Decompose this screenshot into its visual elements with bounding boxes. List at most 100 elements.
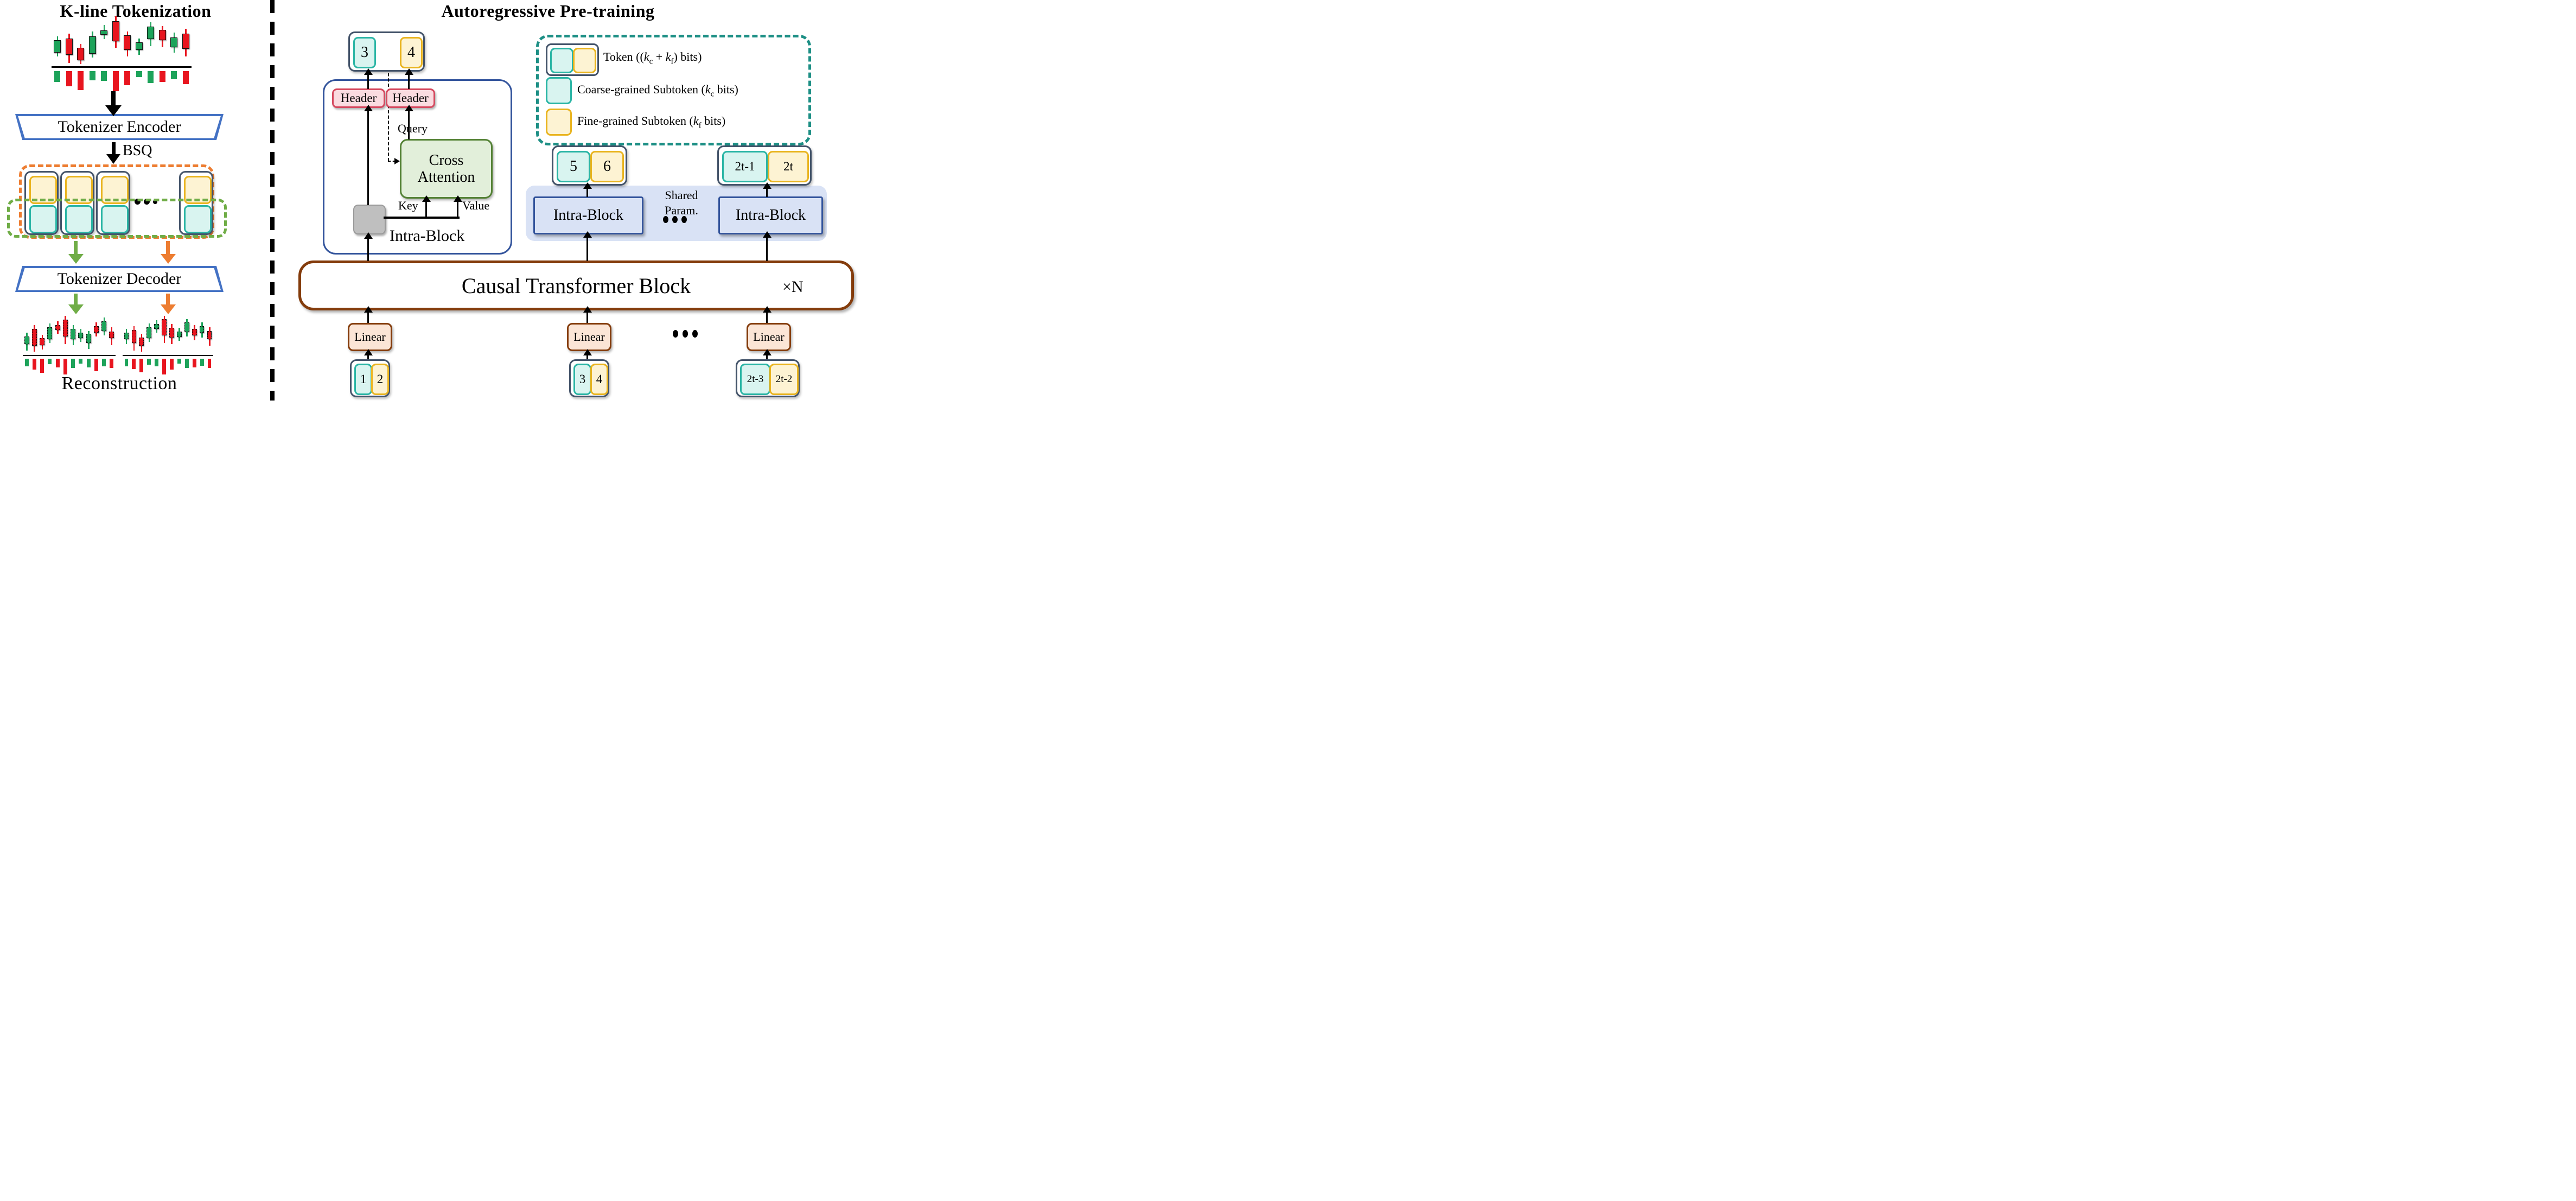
volume-bar bbox=[207, 358, 212, 368]
volume-bar bbox=[192, 358, 196, 367]
volume-bar bbox=[177, 358, 181, 364]
candle-body bbox=[131, 330, 137, 343]
input-token-pair-3-4: 3 4 bbox=[569, 359, 609, 397]
token-pair-2t1-2t: 2t-1 2t bbox=[717, 145, 812, 186]
legend-fine-icon bbox=[546, 109, 572, 136]
volume-bar bbox=[159, 71, 165, 82]
kline-recon-right-chart bbox=[123, 316, 213, 374]
ellipsis-icon bbox=[672, 216, 678, 223]
linear-right: Linear bbox=[747, 323, 791, 351]
volume-bar bbox=[78, 71, 84, 91]
cross-attention-line2: Attention bbox=[417, 169, 475, 186]
volume-bar bbox=[79, 358, 83, 364]
coarse-subtoken-3: 3 bbox=[353, 37, 376, 68]
candle-body bbox=[124, 333, 129, 339]
fine-subtoken-2t: 2t bbox=[768, 151, 809, 182]
tokenizer-encoder: Tokenizer Encoder bbox=[15, 114, 224, 140]
volume-bar bbox=[101, 71, 107, 81]
candle-body bbox=[71, 329, 76, 339]
ellipsis-icon bbox=[683, 330, 688, 338]
causal-transformer-block: Causal Transformer Block bbox=[298, 260, 854, 310]
coarse-subtoken-5: 5 bbox=[557, 151, 590, 182]
volume-bar bbox=[182, 71, 189, 84]
predicted-token-pair: 3 4 bbox=[348, 31, 425, 72]
right-panel-title: Autoregressive Pre-training bbox=[441, 1, 655, 21]
coarse-subtoken-icon bbox=[550, 48, 573, 73]
volume-bar bbox=[32, 358, 36, 370]
volume-bar bbox=[94, 358, 98, 372]
candle-body bbox=[154, 324, 159, 329]
candle-body bbox=[169, 328, 174, 338]
candle-body bbox=[199, 326, 205, 333]
coarse-subtoken-2t-3: 2t-3 bbox=[740, 364, 770, 395]
candle-body bbox=[88, 36, 96, 54]
candle-body bbox=[109, 332, 114, 339]
price-baseline bbox=[23, 354, 116, 357]
query-dashed-line bbox=[388, 62, 389, 161]
volume-bar bbox=[124, 71, 131, 85]
volume-bar bbox=[112, 71, 119, 91]
left-panel-title: K-line Tokenization bbox=[60, 1, 212, 21]
ellipsis-icon bbox=[153, 200, 157, 204]
volume-bar bbox=[171, 71, 177, 79]
volume-bar bbox=[66, 71, 72, 86]
volume-bar bbox=[102, 358, 106, 367]
volume-bar bbox=[63, 358, 67, 374]
ellipsis-icon bbox=[673, 330, 678, 338]
candle-body bbox=[100, 30, 108, 35]
ellipsis-icon bbox=[135, 199, 141, 205]
candle-body bbox=[47, 327, 53, 339]
legend-token-icon bbox=[546, 43, 599, 76]
candle-body bbox=[101, 321, 107, 331]
volume-bar bbox=[54, 71, 61, 82]
candle-body bbox=[54, 40, 61, 53]
key-label: Key bbox=[398, 199, 418, 212]
cross-attention-line1: Cross bbox=[429, 151, 464, 169]
candle-body bbox=[139, 338, 144, 346]
header-left: Header bbox=[332, 88, 385, 108]
intra-block-left: Intra-Block bbox=[533, 196, 643, 234]
query-arrowhead-icon bbox=[394, 158, 400, 164]
candle-body bbox=[31, 329, 37, 346]
candle-body bbox=[162, 319, 167, 335]
coarse-subtoken-icon bbox=[29, 205, 57, 233]
coarse-subtoken-icon bbox=[65, 205, 93, 233]
candle-body bbox=[77, 48, 85, 61]
coarse-subtoken-1: 1 bbox=[354, 364, 372, 395]
fine-subtoken-4b: 4 bbox=[590, 364, 608, 395]
volume-bar bbox=[40, 358, 44, 373]
repeat-n-label: ×N bbox=[782, 278, 804, 296]
candle-body bbox=[40, 338, 45, 345]
candle-body bbox=[124, 35, 131, 50]
candle-body bbox=[184, 322, 189, 332]
input-token-pair-1-2: 1 2 bbox=[350, 359, 390, 397]
volume-bar bbox=[148, 71, 154, 84]
candle-body bbox=[62, 319, 68, 336]
legend-token-label: Token ((kc + kf) bits) bbox=[603, 50, 702, 66]
legend-fine-label: Fine-grained Subtoken (kf bits) bbox=[577, 114, 726, 130]
shared-param-label: Shared Param. bbox=[665, 188, 698, 217]
cross-attention-block: Cross Attention bbox=[400, 139, 493, 199]
intra-block-caption: Intra-Block bbox=[390, 227, 465, 245]
tokenizer-decoder-label: Tokenizer Decoder bbox=[57, 270, 182, 288]
coarse-subtoken-icon bbox=[101, 205, 129, 233]
volume-bar bbox=[89, 71, 95, 80]
input-token-pair-2t3-2t2: 2t-3 2t-2 bbox=[736, 359, 800, 397]
candle-body bbox=[86, 334, 91, 343]
token-n bbox=[179, 171, 213, 235]
candle-body bbox=[207, 331, 212, 339]
token-3 bbox=[96, 171, 130, 235]
fine-subtoken-2t-2: 2t-2 bbox=[769, 364, 799, 395]
volume-bar bbox=[124, 358, 129, 367]
panel-divider bbox=[270, 0, 275, 401]
candle-body bbox=[170, 37, 178, 47]
ellipsis-icon bbox=[681, 216, 687, 223]
volume-bar bbox=[48, 358, 52, 365]
fine-subtoken-icon bbox=[573, 48, 596, 73]
bsq-label: BSQ bbox=[123, 142, 152, 159]
coarse-row-frame bbox=[7, 199, 227, 238]
intra-block-right: Intra-Block bbox=[718, 196, 823, 234]
candle-body bbox=[146, 327, 152, 339]
kline-recon-left-chart bbox=[23, 316, 116, 374]
candle-body bbox=[177, 332, 182, 337]
